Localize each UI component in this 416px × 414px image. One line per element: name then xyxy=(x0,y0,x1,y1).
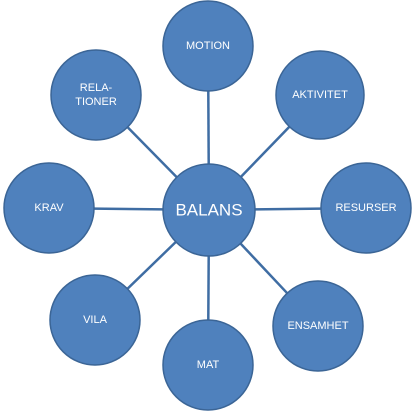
node-aktivitet: AKTIVITET xyxy=(275,50,365,140)
node-circle-mat xyxy=(162,319,254,411)
node-motion: MOTION xyxy=(162,0,254,92)
node-circle-center xyxy=(162,163,256,257)
connector-relationer xyxy=(126,126,178,179)
node-circle-aktivitet xyxy=(275,50,365,140)
node-label-resurser: RESURSER xyxy=(335,202,396,214)
node-circle-krav xyxy=(3,162,95,254)
node-label-relationer: RELA- xyxy=(80,82,113,94)
center-label: BALANS xyxy=(175,201,242,220)
connector-krav xyxy=(93,207,164,211)
node-label-vila: VILA xyxy=(83,314,108,326)
connector-aktivitet xyxy=(240,125,291,178)
node-label-aktivitet: AKTIVITET xyxy=(292,89,348,101)
node-mat: MAT xyxy=(162,319,254,411)
node-label-ensamhet: ENSAMHET xyxy=(287,320,348,332)
node-label-relationer: TIONER xyxy=(75,96,117,108)
node-label-krav: KRAV xyxy=(34,202,64,214)
nodes: MOTION AKTIVITET RESURSER ENSAMHET MAT VILA KR… xyxy=(3,0,412,411)
node-circle-relationer xyxy=(50,49,142,141)
connector-resurser xyxy=(254,207,322,211)
node-resurser: RESURSER xyxy=(320,162,412,254)
node-circle-ensamhet xyxy=(272,280,364,372)
node-krav: KRAV xyxy=(3,162,95,254)
node-vila: VILA xyxy=(49,274,141,366)
node-label-motion: MOTION xyxy=(186,40,230,52)
node-ensamhet: ENSAMHET xyxy=(272,280,364,372)
node-label-mat: MAT xyxy=(197,359,220,371)
connectors xyxy=(93,90,322,321)
connector-ensamhet xyxy=(239,242,289,295)
connector-vila xyxy=(126,241,177,290)
node-relationer: RELA- TIONER xyxy=(50,49,142,141)
node-circle-resurser xyxy=(320,162,412,254)
node-circle-motion xyxy=(162,0,254,92)
node-center: BALANS xyxy=(162,163,256,257)
node-circle-vila xyxy=(49,274,141,366)
